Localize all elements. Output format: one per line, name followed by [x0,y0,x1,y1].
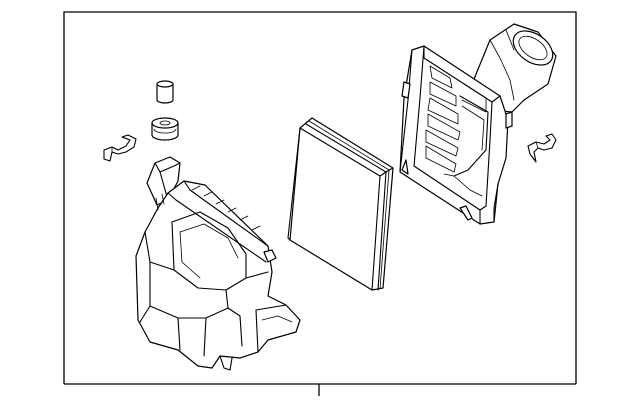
filter-element-icon [287,117,394,291]
clip-right-icon [527,133,557,163]
bushing-top-icon [156,80,174,104]
lower-housing-icon [135,156,301,371]
clip-left-icon [103,134,137,162]
grommet-icon [151,117,179,141]
diagram-frame [63,11,577,396]
upper-cover-icon [399,23,557,225]
